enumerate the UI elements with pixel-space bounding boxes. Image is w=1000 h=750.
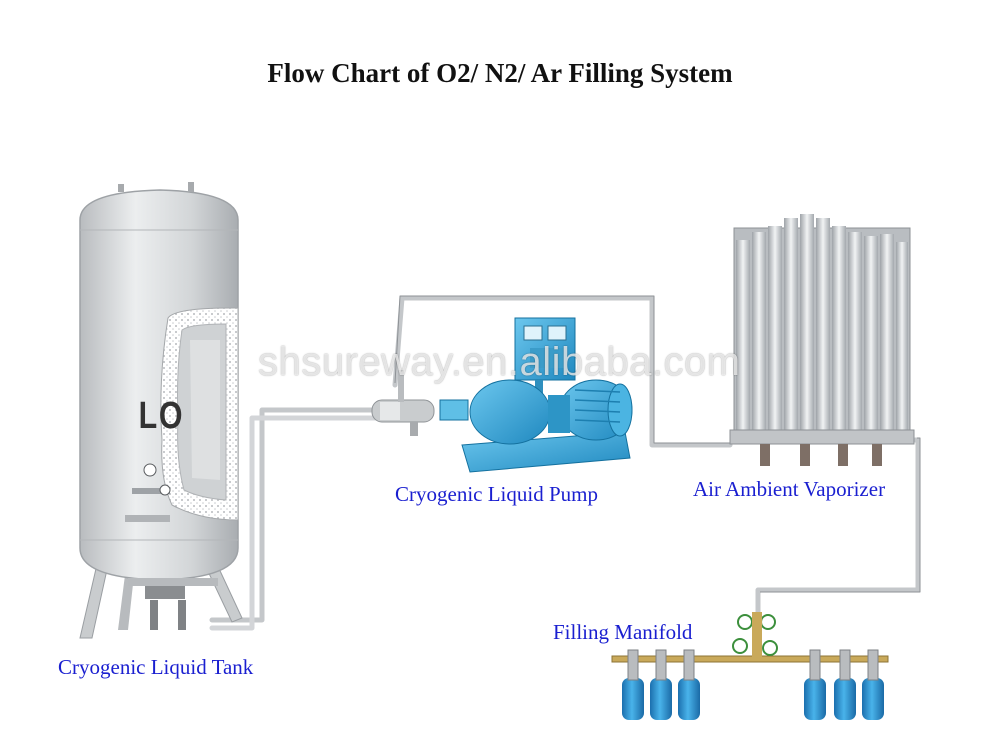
pipe-outlines [394,295,921,593]
pipe-vaporizer-to-manifold [755,437,921,615]
gas-cylinders [622,678,884,720]
vaporizer-fins [736,214,908,436]
filling-manifold-illustration [611,612,889,720]
pipe-tank-to-pump-lower [209,415,378,631]
diagram-title: Flow Chart of O2/ N2/ Ar Filling System [267,58,733,88]
cryogenic-pump-illustration [371,317,633,473]
vaporizer-illustration [729,214,915,466]
cryogenic-tank-illustration [79,182,243,639]
label-filling-manifold: Filling Manifold [553,620,693,644]
watermark: shsureway.en.alibaba.com [258,340,741,384]
label-cryogenic-liquid-pump: Cryogenic Liquid Pump [395,482,598,506]
pipe-pump-to-vaporizer [392,295,733,448]
label-cryogenic-liquid-tank: Cryogenic Liquid Tank [58,655,254,679]
tank-marking: LO [138,395,185,437]
label-air-ambient-vaporizer: Air Ambient Vaporizer [693,477,886,501]
